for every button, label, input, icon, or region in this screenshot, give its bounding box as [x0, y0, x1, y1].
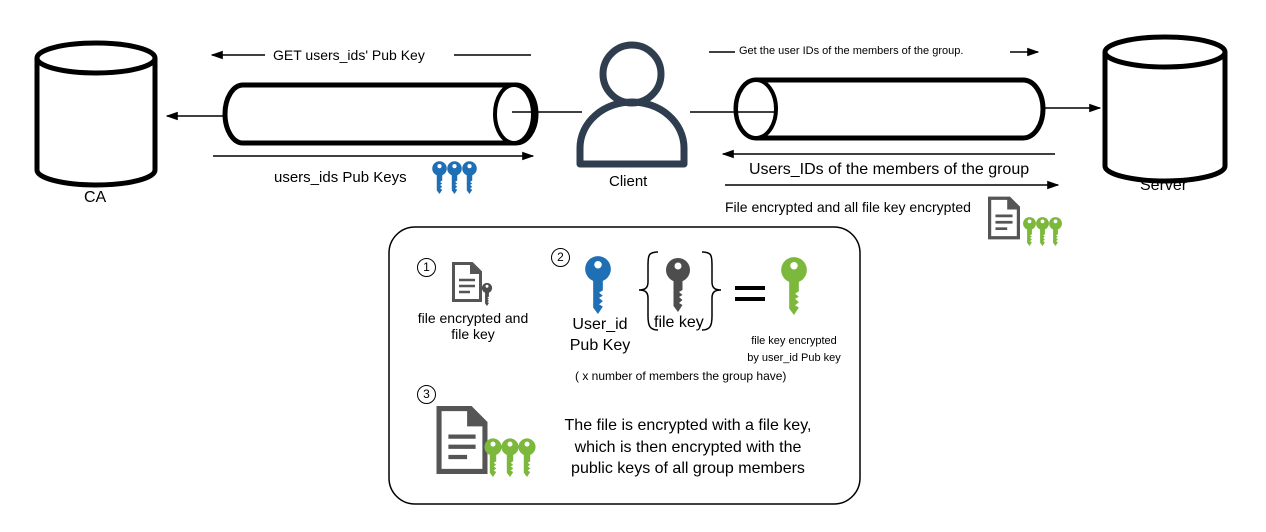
user-id-pub-key-label: User_id Pub Key [555, 315, 645, 357]
left-brace [638, 251, 659, 331]
step1-text: file encrypted and file key [408, 310, 538, 342]
step3-doc-icon [439, 409, 485, 472]
step2-number: 2 [551, 248, 570, 267]
ca-label: CA [84, 189, 107, 206]
get-pub-key-label: GET users_ids' Pub Key [273, 47, 425, 63]
server-database-icon [1102, 34, 1228, 184]
summary-text: The file is encrypted with a file key, w… [538, 415, 838, 480]
summary-line2: which is then encrypted with the [574, 438, 802, 456]
client-label: Client [609, 173, 648, 190]
step3-green-keys-icon [484, 438, 536, 477]
green-keys-icon [1023, 217, 1062, 246]
user-id-line1: User_id [572, 316, 628, 333]
step3-number: 3 [417, 385, 436, 404]
pub-keys-label: users_ids Pub Keys [274, 169, 407, 186]
get-user-ids-label: Get the user IDs of the members of the g… [739, 45, 964, 57]
legend-box [388, 226, 861, 505]
user-ids-members-label: Users_IDs of the members of the group [749, 161, 1030, 178]
user-id-line2: Pub Key [569, 336, 631, 354]
step1-text-line2: file key [451, 326, 495, 343]
ca-channel-pipe [222, 82, 539, 146]
step1-text-line1: file encrypted and [417, 310, 529, 326]
summary-line3: public keys of all group members [571, 460, 805, 478]
blue-keys-icon [432, 161, 477, 194]
encrypted-file-icon [987, 196, 1021, 240]
result-line1: file key encrypted [751, 335, 837, 347]
server-label: Server [1140, 177, 1188, 194]
file-key-label: file key [654, 314, 704, 331]
summary-line1: The file is encrypted with a file key, [564, 417, 812, 434]
file-encrypted-label: File encrypted and all file key encrypte… [725, 199, 971, 215]
ca-database-icon [34, 40, 158, 188]
client-user-icon [576, 41, 688, 168]
result-label: file key encrypted by user_id Pub key [738, 333, 850, 367]
right-brace [701, 251, 722, 331]
server-channel-pipe [733, 77, 1046, 141]
result-line2: by user_id Pub key [747, 352, 841, 365]
multiplier-label: ( x number of members the group have) [575, 369, 787, 383]
equals-sign [735, 286, 765, 301]
step1-number: 1 [417, 258, 436, 277]
